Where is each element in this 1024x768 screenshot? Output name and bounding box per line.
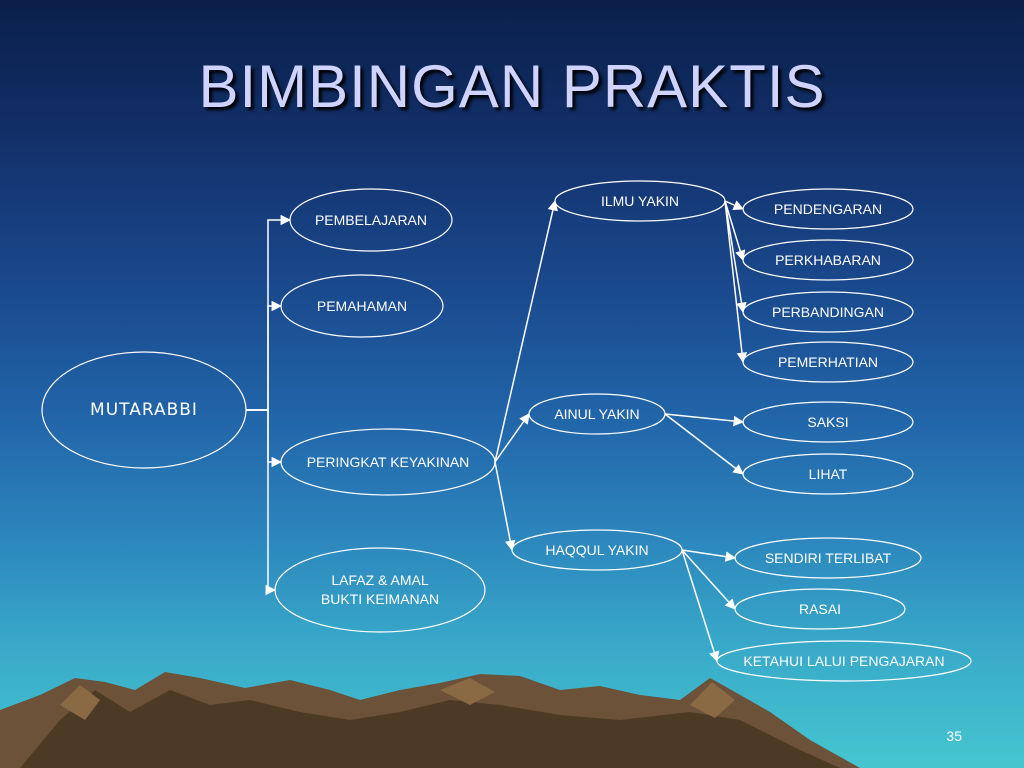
edge-haqqul-sendiri xyxy=(681,549,737,562)
node-rasai-label: RASAI xyxy=(798,600,841,617)
node-peringkat-label: PERINGKAT KEYAKINAN xyxy=(306,453,470,470)
node-saksi-shape xyxy=(742,401,914,443)
node-ilmu-label: ILMU YAKIN xyxy=(600,192,680,209)
node-pembelajaran-label: PEMBELAJARAN xyxy=(314,211,428,228)
node-perkhabaran-shape xyxy=(742,239,914,281)
node-sendiri-label: SENDIRI TERLIBAT xyxy=(764,549,892,566)
edge-ainul-saksi xyxy=(664,413,745,427)
node-haqqul-shape xyxy=(511,529,683,571)
node-peringkat-shape xyxy=(280,428,496,496)
node-haqqul-label: HAQQUL YAKIN xyxy=(545,541,649,558)
edge-peringkat-haqqul xyxy=(494,461,516,552)
node-root-shape xyxy=(41,351,247,469)
node-pemahaman-shape xyxy=(280,274,444,338)
node-perbandingan-label: PERBANDINGAN xyxy=(771,303,885,320)
node-ainul-shape xyxy=(528,393,666,435)
edge-peringkat-ilmu xyxy=(494,199,558,463)
node-pemerhatian-label: PEMERHATIAN xyxy=(777,353,879,370)
node-pembelajaran-shape xyxy=(289,188,453,252)
edge-root-pemahaman xyxy=(246,300,283,411)
node-perbandingan-shape xyxy=(742,291,914,333)
node-ainul-label: AINUL YAKIN xyxy=(554,405,640,422)
node-ilmu-shape xyxy=(554,180,726,222)
nodes-layer xyxy=(41,180,972,682)
slide-number: 35 xyxy=(946,728,962,744)
edge-ilmu-perbandingan xyxy=(724,200,747,314)
node-pemerhatian-shape xyxy=(742,341,914,383)
node-root-label: MUTARABBI xyxy=(90,399,198,420)
edge-ilmu-pendengaran xyxy=(724,200,744,210)
edge-haqqul-ketahui xyxy=(681,549,720,663)
edge-ilmu-pemerhatian xyxy=(724,200,748,364)
node-pemahaman-label: PEMAHAMAN xyxy=(316,297,408,314)
node-ketahui-shape xyxy=(716,640,972,682)
node-perkhabaran-label: PERKHABARAN xyxy=(775,251,881,268)
edge-peringkat-ainul xyxy=(494,413,530,463)
node-lihat-label: LIHAT xyxy=(808,465,848,482)
edge-ainul-lihat xyxy=(664,413,744,475)
slide-title: BIMBINGAN PRAKTIS xyxy=(198,53,826,120)
edge-ilmu-perkhabaran xyxy=(724,200,746,262)
edge-root-lafaz xyxy=(246,409,277,596)
edge-root-peringkat xyxy=(246,409,283,468)
node-saksi-label: SAKSI xyxy=(807,413,849,430)
node-ketahui-label: KETAHUI LALUI PENGAJARAN xyxy=(743,652,945,669)
node-pendengaran-label: PENDENGARAN xyxy=(773,200,883,217)
edge-haqqul-rasai xyxy=(681,549,736,610)
node-pendengaran-shape xyxy=(742,188,914,230)
node-lafaz-shape xyxy=(274,547,486,633)
node-rasai-shape xyxy=(734,588,906,630)
edges-layer xyxy=(246,199,748,663)
mountains-decoration xyxy=(0,672,860,768)
node-lihat-shape xyxy=(742,453,914,495)
node-sendiri-shape xyxy=(734,537,922,579)
